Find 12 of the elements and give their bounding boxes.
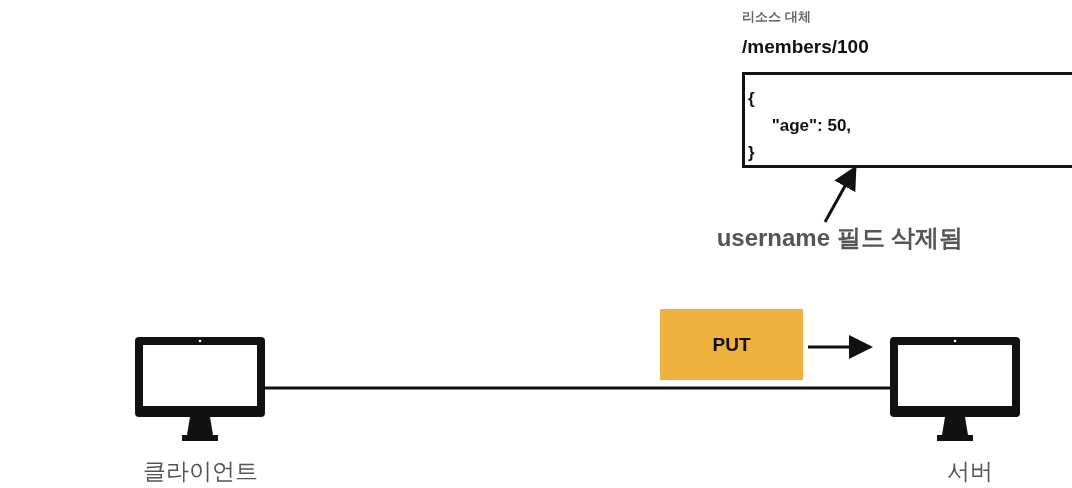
method-box: PUT (660, 309, 803, 380)
heading: 리소스 대체 (742, 8, 811, 26)
json-text: { "age": 50, } (748, 88, 853, 164)
arrow (823, 165, 857, 223)
monitor-icon (135, 337, 265, 441)
device-label: 클라이언트 (141, 457, 259, 486)
arrow (808, 335, 873, 359)
monitor-icon (890, 337, 1020, 441)
resource-path: /members/100 (742, 36, 869, 58)
device-label: 서버 (946, 457, 994, 486)
note-text: username 필드 삭제됨 (690, 222, 990, 258)
connector-line (265, 386, 890, 390)
